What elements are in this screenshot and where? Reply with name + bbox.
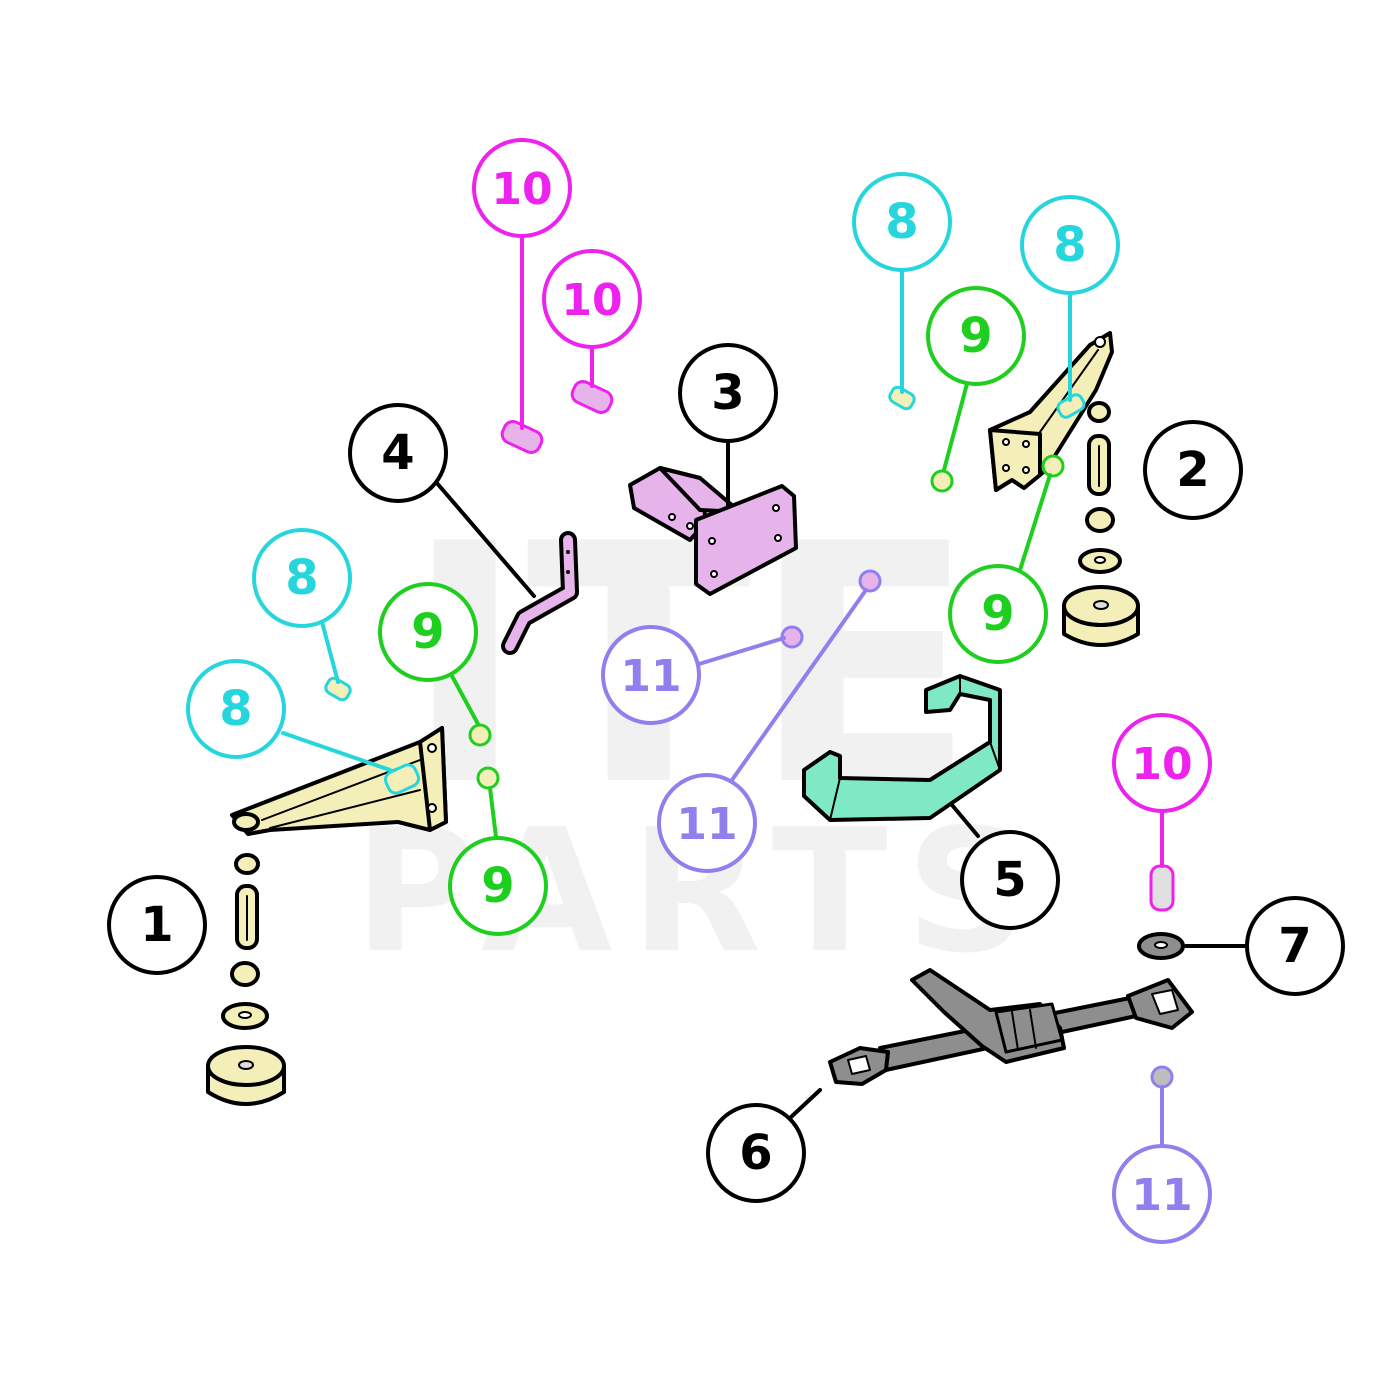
callout-circle bbox=[601, 625, 701, 725]
callouts: 1 2 3 4 5 6 7 8 8 8 8 9 9 9 9 10 10 10 11 11 11 bbox=[107, 138, 1345, 1244]
part-5-strap bbox=[802, 674, 1002, 822]
callout-circle bbox=[1143, 420, 1243, 520]
callout-c8b: 8 bbox=[1020, 195, 1120, 295]
callout-c2: 2 bbox=[1143, 420, 1243, 520]
callout-c8d: 8 bbox=[186, 659, 286, 759]
callout-c10b: 10 bbox=[542, 249, 642, 349]
callout-circle bbox=[678, 343, 778, 443]
callout-label: 11 bbox=[620, 651, 681, 702]
callout-label: 9 bbox=[981, 586, 1014, 642]
callout-c4: 4 bbox=[348, 403, 448, 503]
callout-circle bbox=[926, 286, 1026, 386]
part-2-mount-stack bbox=[1062, 401, 1140, 647]
callout-label: 11 bbox=[1131, 1170, 1192, 1221]
callout-circle bbox=[1245, 896, 1345, 996]
callout-label: 2 bbox=[1176, 442, 1209, 498]
callout-label: 10 bbox=[491, 164, 552, 215]
hardware-bolts-8 bbox=[324, 385, 1086, 795]
callout-label: 10 bbox=[1131, 739, 1192, 790]
callout-circle bbox=[852, 172, 952, 272]
part-7-washer bbox=[1137, 932, 1185, 960]
callout-c11c: 11 bbox=[1112, 1144, 1212, 1244]
leader-lines bbox=[281, 235, 1248, 1147]
callout-circle bbox=[706, 1103, 806, 1203]
part-4-bent-rod bbox=[501, 531, 579, 655]
callout-c11a: 11 bbox=[601, 625, 701, 725]
callout-circle bbox=[1112, 1144, 1212, 1244]
callout-label: 6 bbox=[739, 1125, 772, 1181]
callout-c7: 7 bbox=[1245, 896, 1345, 996]
callout-c1: 1 bbox=[107, 875, 207, 975]
callout-label: 1 bbox=[140, 897, 173, 953]
callout-circle bbox=[348, 403, 448, 503]
callout-c3: 3 bbox=[678, 343, 778, 443]
hardware-bolts-10 bbox=[500, 380, 1175, 912]
part-1-bracket bbox=[230, 726, 448, 836]
callout-circle bbox=[948, 564, 1048, 664]
callout-circle bbox=[542, 249, 642, 349]
callout-label: 10 bbox=[561, 275, 622, 326]
callout-c5: 5 bbox=[960, 830, 1060, 930]
callout-c9c: 9 bbox=[378, 582, 478, 682]
callout-circle bbox=[448, 836, 548, 936]
callout-label: 8 bbox=[219, 681, 252, 737]
callout-circle bbox=[657, 773, 757, 873]
part-2-bracket bbox=[988, 331, 1114, 492]
callout-c9a: 9 bbox=[926, 286, 1026, 386]
callout-c10a: 10 bbox=[472, 138, 572, 238]
callout-label: 7 bbox=[1278, 918, 1311, 974]
callout-label: 8 bbox=[1053, 217, 1086, 273]
part-1-mount-stack bbox=[206, 853, 286, 1106]
callout-c11b: 11 bbox=[657, 773, 757, 873]
callout-circle bbox=[960, 830, 1060, 930]
part-3-plate-bracket bbox=[628, 466, 798, 596]
callout-label: 9 bbox=[481, 858, 514, 914]
callout-circle bbox=[378, 582, 478, 682]
callout-circle bbox=[472, 138, 572, 238]
callout-circle bbox=[1112, 713, 1212, 813]
callout-c8a: 8 bbox=[852, 172, 952, 272]
callout-circle bbox=[252, 528, 352, 628]
callout-label: 8 bbox=[285, 550, 318, 606]
callout-label: 8 bbox=[885, 194, 918, 250]
callout-label: 11 bbox=[676, 799, 737, 850]
callout-label: 9 bbox=[411, 604, 444, 660]
callout-label: 4 bbox=[381, 425, 414, 481]
callout-c9d: 9 bbox=[448, 836, 548, 936]
callout-circle bbox=[186, 659, 286, 759]
callout-circle bbox=[107, 875, 207, 975]
callout-c10c: 10 bbox=[1112, 713, 1212, 813]
callout-label: 3 bbox=[711, 365, 744, 421]
callout-c6: 6 bbox=[706, 1103, 806, 1203]
hardware-nuts-11 bbox=[780, 569, 1174, 1089]
callout-c9b: 9 bbox=[948, 564, 1048, 664]
callout-circle bbox=[1020, 195, 1120, 295]
callout-c8c: 8 bbox=[252, 528, 352, 628]
part-6-ratchet-strap bbox=[828, 968, 1194, 1086]
callout-label: 5 bbox=[993, 852, 1026, 908]
callout-label: 9 bbox=[959, 308, 992, 364]
